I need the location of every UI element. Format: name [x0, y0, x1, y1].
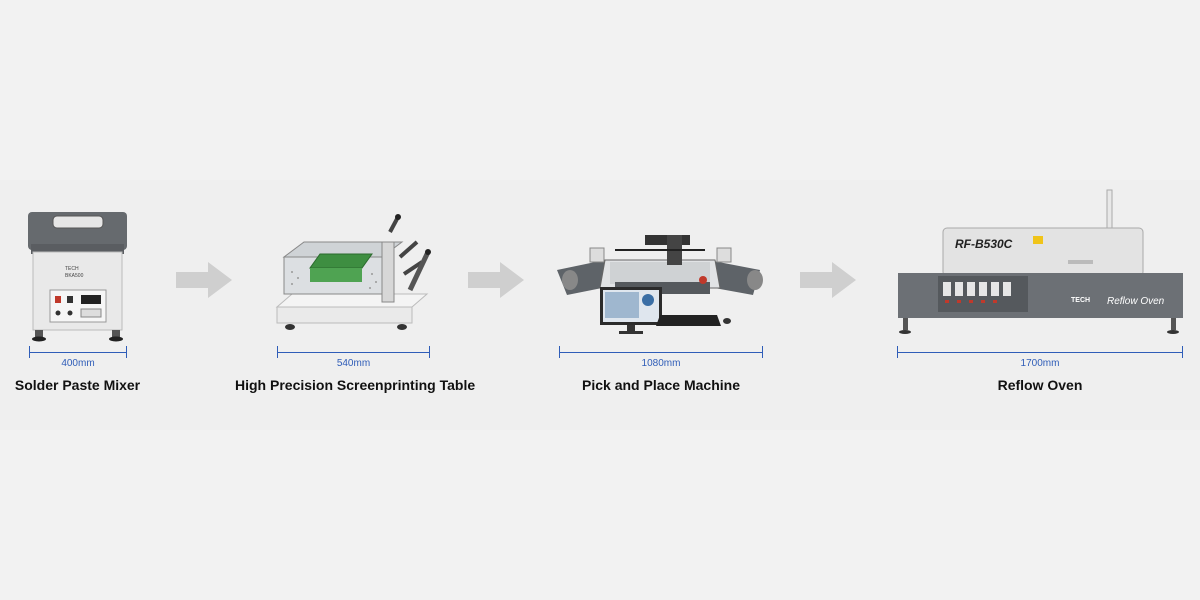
mixer-model-text: BKA500 — [65, 273, 84, 279]
oven-model-text: RF-B530C — [955, 237, 1013, 251]
dimension-label: 540mm — [336, 358, 371, 369]
solder-paste-mixer-image: TECH BKA500 — [28, 212, 127, 342]
station-label: Pick and Place Machine — [582, 377, 740, 393]
reflow-oven-image: RF-B530C TECH Reflow Oven — [898, 189, 1183, 334]
screenprinting-table-image — [275, 214, 431, 330]
station-label: Reflow Oven — [997, 377, 1083, 393]
right-arrow-icon — [176, 262, 232, 298]
mixer-brand-text: TECH — [65, 266, 79, 272]
station-label: Solder Paste Mixer — [14, 377, 141, 393]
dimension-label: 1080mm — [641, 358, 681, 369]
dimension-indicator-screenprinter: 540mm — [277, 346, 430, 369]
dimension-label: 1700mm — [1020, 358, 1060, 369]
right-arrow-icon — [468, 262, 524, 298]
dimension-label: 400mm — [61, 358, 95, 369]
oven-panel-text: Reflow Oven — [1107, 296, 1165, 307]
dimension-indicator-pick-and-place: 1080mm — [559, 346, 763, 369]
right-arrow-icon — [800, 262, 856, 298]
station-label: High Precision Screenprinting Table — [235, 377, 476, 393]
dimension-indicator-mixer: 400mm — [29, 346, 127, 369]
dimension-indicator-reflow-oven: 1700mm — [897, 346, 1183, 369]
oven-brand-text: TECH — [1071, 297, 1090, 304]
pick-and-place-image — [557, 235, 763, 334]
